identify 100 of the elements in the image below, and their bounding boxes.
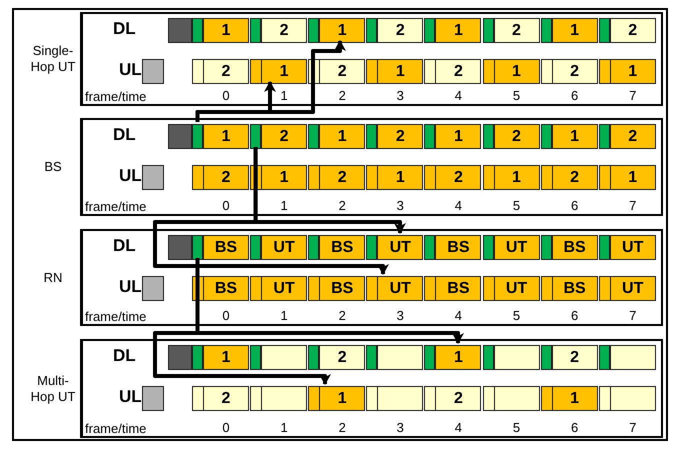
slot-label: 2 bbox=[628, 128, 638, 146]
frame-number: 7 bbox=[628, 89, 638, 103]
slot-label: 2 bbox=[454, 168, 463, 186]
slot-label: 1 bbox=[396, 62, 405, 80]
time-slot bbox=[319, 235, 366, 260]
time-slot bbox=[261, 124, 308, 149]
frame-number: 3 bbox=[396, 199, 405, 213]
slot-label: BS bbox=[563, 280, 586, 298]
frame-number: 0 bbox=[221, 309, 231, 323]
time-slot bbox=[552, 165, 598, 190]
slot-label: 2 bbox=[338, 62, 347, 80]
time-slot bbox=[203, 386, 249, 411]
slot-label: 1 bbox=[280, 62, 289, 80]
time-slot bbox=[494, 386, 540, 411]
frame-number: 1 bbox=[279, 421, 289, 435]
slot-label: 2 bbox=[222, 168, 230, 186]
frame-number: 2 bbox=[338, 421, 347, 435]
time-slot bbox=[610, 386, 656, 411]
time-slot bbox=[377, 165, 424, 190]
frame-number: 7 bbox=[628, 421, 638, 435]
row-label: UL bbox=[119, 387, 142, 407]
frame-number: 4 bbox=[454, 89, 463, 103]
frame-number: 2 bbox=[338, 309, 347, 323]
slot-label: BS bbox=[563, 238, 586, 256]
time-slot bbox=[377, 235, 424, 260]
row-label: UL bbox=[119, 60, 142, 80]
time-slot bbox=[494, 276, 540, 301]
frame-number: 3 bbox=[396, 89, 405, 103]
time-slot bbox=[610, 165, 656, 190]
time-slot bbox=[435, 386, 482, 411]
time-slot bbox=[552, 59, 598, 84]
slot-label: BS bbox=[214, 280, 238, 298]
preamble-slot bbox=[192, 235, 203, 260]
preamble-slot bbox=[250, 124, 262, 149]
preamble-slot bbox=[598, 345, 610, 370]
time-slot bbox=[552, 276, 598, 301]
slot-label: UT bbox=[390, 238, 411, 256]
slot-label: BS bbox=[331, 280, 354, 298]
slot-label: UT bbox=[622, 280, 644, 298]
time-slot bbox=[261, 235, 308, 260]
time-slot bbox=[203, 345, 249, 370]
panel-title: Multi-Hop UT bbox=[30, 372, 76, 404]
row-label: DL bbox=[113, 19, 136, 39]
preamble-slot bbox=[366, 345, 378, 370]
slot-label: 2 bbox=[280, 128, 289, 146]
time-slot bbox=[494, 124, 540, 149]
axis-label: frame/time bbox=[85, 310, 146, 324]
frame-number: 6 bbox=[570, 309, 580, 323]
time-slot bbox=[552, 235, 598, 260]
time-slot bbox=[203, 18, 249, 43]
time-slot bbox=[435, 345, 482, 370]
time-slot bbox=[610, 18, 656, 43]
preamble-slot bbox=[250, 18, 262, 43]
slot-label: 2 bbox=[512, 22, 521, 40]
slot-label: 2 bbox=[338, 168, 347, 186]
time-slot bbox=[203, 59, 249, 84]
time-slot bbox=[377, 345, 424, 370]
preamble-slot bbox=[250, 235, 262, 260]
frame-number: 6 bbox=[570, 89, 580, 103]
preamble-slot bbox=[308, 345, 320, 370]
slot-label: 1 bbox=[454, 348, 463, 366]
time-slot bbox=[377, 386, 424, 411]
time-slot bbox=[377, 276, 424, 301]
axis-label: frame/time bbox=[85, 200, 146, 214]
slot-label: 1 bbox=[628, 62, 638, 80]
slot-label: 1 bbox=[454, 128, 463, 146]
time-slot bbox=[610, 124, 656, 149]
slot-label: UT bbox=[273, 238, 295, 256]
time-slot bbox=[552, 345, 598, 370]
slot-label: 2 bbox=[222, 390, 230, 408]
frame-number: 7 bbox=[628, 309, 638, 323]
frame-number: 6 bbox=[570, 199, 580, 213]
slot-label: 2 bbox=[222, 62, 230, 80]
preamble-slot bbox=[540, 18, 552, 43]
slot-label: 2 bbox=[280, 22, 289, 40]
row-label: DL bbox=[113, 125, 136, 145]
time-slot bbox=[552, 18, 598, 43]
preamble-slot bbox=[598, 124, 610, 149]
slot-label: 2 bbox=[396, 22, 405, 40]
slot-label: 1 bbox=[570, 128, 580, 146]
slot-label: 2 bbox=[570, 348, 580, 366]
frame-number: 5 bbox=[512, 199, 522, 213]
time-slot bbox=[377, 18, 424, 43]
slot-label: 1 bbox=[570, 22, 580, 40]
time-slot bbox=[203, 165, 249, 190]
panel-title: Single-Hop UT bbox=[30, 43, 76, 75]
slot-label: 2 bbox=[454, 62, 463, 80]
slot-label: 1 bbox=[396, 168, 405, 186]
frame-number: 2 bbox=[338, 89, 347, 103]
slot-label: 2 bbox=[338, 348, 347, 366]
time-slot bbox=[494, 18, 540, 43]
slot-label: UT bbox=[390, 280, 411, 298]
frame-number: 4 bbox=[454, 309, 463, 323]
slot-label: BS bbox=[331, 238, 354, 256]
time-slot bbox=[610, 59, 656, 84]
slot-label: 1 bbox=[338, 22, 347, 40]
frame-number: 3 bbox=[396, 421, 405, 435]
preamble-slot bbox=[540, 235, 552, 260]
time-slot bbox=[261, 18, 308, 43]
frame-number: 0 bbox=[221, 199, 231, 213]
